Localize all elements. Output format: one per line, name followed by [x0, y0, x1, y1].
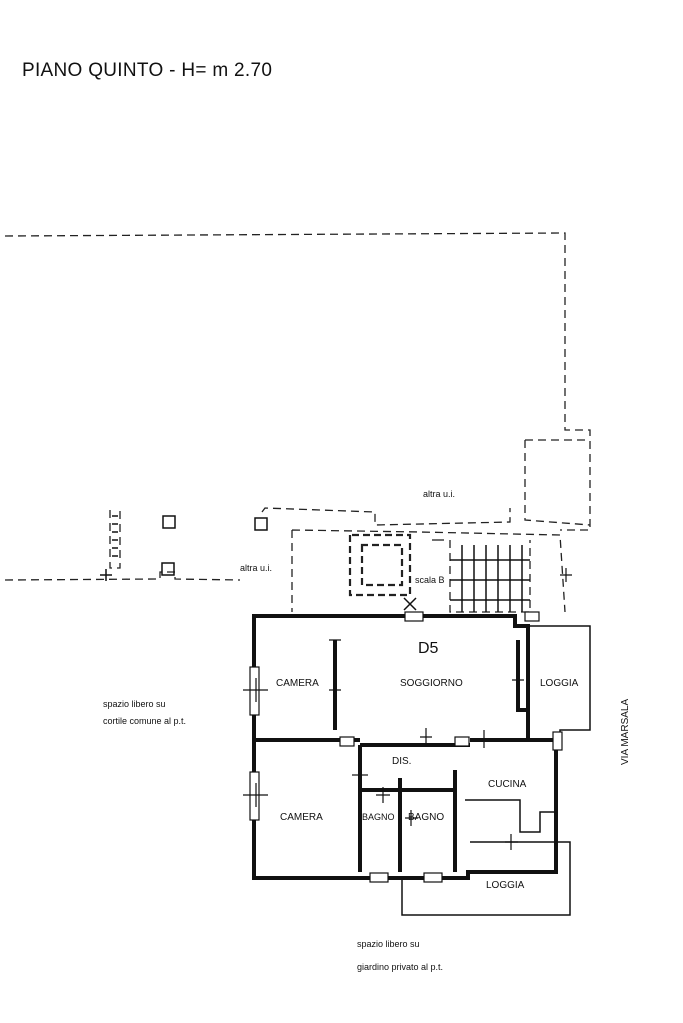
lot-boundary: [4, 232, 591, 581]
neighbor-units: [100, 507, 566, 613]
label-altra-ui-top: altra u.i.: [423, 489, 456, 499]
label-altra-ui-left: altra u.i.: [240, 563, 273, 573]
door-markers: [243, 539, 572, 850]
page-title: PIANO QUINTO - H= m 2.70: [22, 60, 273, 81]
room-label-loggia-top: LOGGIA: [540, 678, 579, 689]
note-bottom-line2: giardino privato al p.t.: [357, 962, 444, 972]
label-scala: scala B: [415, 575, 445, 585]
note-bottom-line1: spazio libero su: [357, 939, 420, 949]
unit-code: D5: [418, 640, 439, 657]
room-label-bagno-small: BAGNO: [362, 812, 395, 822]
street-label: VIA MARSALA: [620, 698, 631, 765]
room-label-camera-top: CAMERA: [276, 678, 319, 689]
room-label-cucina: CUCINA: [488, 779, 527, 790]
room-label-camera-bottom: CAMERA: [280, 812, 323, 823]
room-label-bagno: BAGNO: [408, 812, 445, 823]
note-left-line1: spazio libero su: [103, 699, 166, 709]
unit-walls: [252, 614, 591, 916]
note-left-line2: cortile comune al p.t.: [103, 716, 187, 726]
room-label-dis: DIS.: [392, 756, 412, 767]
windows: [249, 611, 563, 883]
room-label-soggiorno: SOGGIORNO: [400, 678, 463, 689]
room-label-loggia-bottom: LOGGIA: [486, 880, 525, 891]
